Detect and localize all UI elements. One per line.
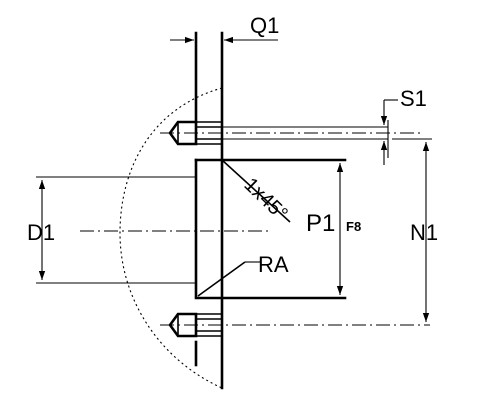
p1-tolerance-label: F8 bbox=[346, 219, 361, 234]
q1-label: Q1 bbox=[250, 13, 279, 38]
chamfer-label: 1x45° bbox=[240, 174, 292, 226]
s1-dimension bbox=[380, 99, 398, 165]
radius-leader bbox=[197, 261, 260, 297]
shaft-break-arc bbox=[119, 87, 223, 389]
n1-label: N1 bbox=[410, 220, 438, 245]
n1-dimension bbox=[392, 138, 432, 322]
d1-label: D1 bbox=[27, 220, 55, 245]
p1-label: P1 bbox=[306, 210, 335, 237]
d1-dimension bbox=[36, 176, 196, 284]
flange-plate bbox=[194, 31, 224, 390]
upper-screw bbox=[168, 120, 388, 146]
chamfer-line bbox=[221, 159, 291, 223]
radius-label: RA bbox=[258, 252, 289, 277]
s1-label: S1 bbox=[400, 86, 427, 111]
pilot-body bbox=[194, 158, 347, 300]
